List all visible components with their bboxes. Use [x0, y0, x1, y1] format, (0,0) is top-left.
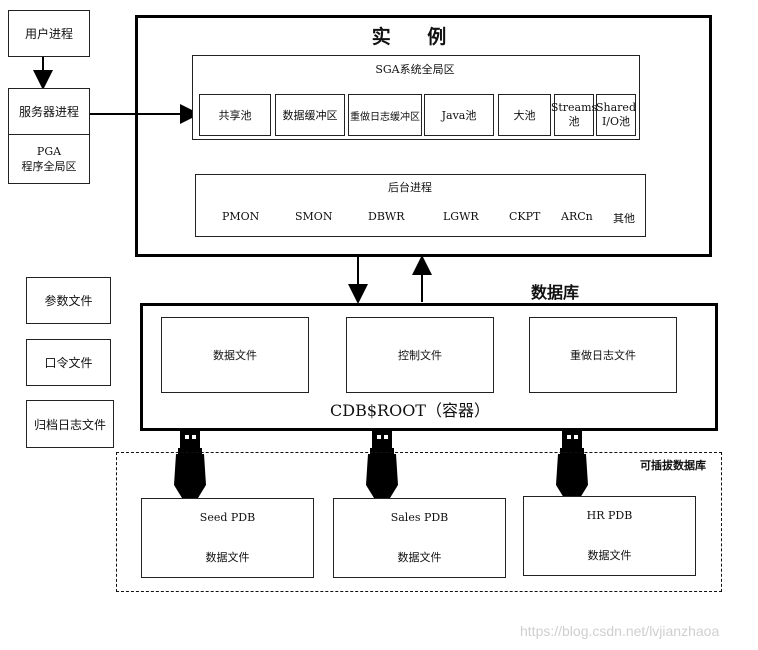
sga-java-pool: Java池 [424, 94, 494, 136]
bg-process-arcn: ARCn [561, 210, 593, 223]
sga-shared-pool-label: 共享池 [218, 109, 252, 122]
pdb-hr-box: HR PDB 数据文件 [523, 496, 696, 576]
sga-java-pool-label: Java池 [441, 109, 477, 122]
server-process-cell: 服务器进程 [9, 89, 89, 135]
db-redo-log-file-label: 重做日志文件 [570, 349, 636, 362]
pdb-sales-file: 数据文件 [397, 551, 442, 564]
pga-cell: PGA 程序全局区 [9, 135, 89, 183]
pdb-hr-name: HR PDB [586, 509, 633, 522]
pdb-seed-name: Seed PDB [199, 511, 256, 524]
server-process-box: 服务器进程 PGA 程序全局区 [8, 88, 90, 184]
password-file-label: 口令文件 [44, 356, 93, 370]
instance-title: 实 例 [371, 25, 449, 48]
pdb-seed-file: 数据文件 [205, 551, 250, 564]
sga-large-pool-label: 大池 [513, 109, 536, 122]
background-processes-box [195, 174, 646, 237]
sga-redo-log-buffer-label: 重做日志缓冲区 [350, 111, 420, 123]
bg-process-ckpt: CKPT [509, 210, 541, 223]
bg-process-smon: SMON [295, 210, 333, 223]
background-processes-title: 后台进程 [388, 181, 432, 194]
sga-data-buffer-label: 数据缓冲区 [282, 109, 338, 122]
user-process-label: 用户进程 [24, 27, 73, 41]
usb-plug-icon-sales [366, 431, 398, 498]
database-title: 数据库 [530, 283, 579, 302]
password-file-box: 口令文件 [26, 339, 111, 386]
user-process-box: 用户进程 [8, 10, 90, 57]
db-data-file-box: 数据文件 [161, 317, 309, 393]
db-redo-log-file-box: 重做日志文件 [529, 317, 677, 393]
cdb-root-label: CDB$ROOT（容器） [330, 401, 490, 420]
param-file-box: 参数文件 [26, 277, 111, 324]
bg-process-dbwr: DBWR [368, 210, 405, 223]
sga-data-buffer: 数据缓冲区 [275, 94, 345, 136]
sga-large-pool: 大池 [498, 94, 551, 136]
pdb-seed-box: Seed PDB 数据文件 [141, 498, 314, 578]
pluggable-db-title: 可插拔数据库 [640, 460, 706, 472]
pga-label: PGA [36, 145, 62, 158]
pdb-sales-name: Sales PDB [390, 511, 449, 524]
sga-redo-log-buffer: 重做日志缓冲区 [348, 94, 422, 136]
pdb-sales-box: Sales PDB 数据文件 [333, 498, 506, 578]
pga-desc: 程序全局区 [21, 160, 77, 173]
sga-title: SGA系统全局区 [375, 63, 455, 76]
watermark-text: https://blog.csdn.net/lvjianzhaoa [520, 623, 720, 639]
usb-plug-icon-seed [174, 431, 206, 498]
bg-process-other: 其他 [613, 212, 635, 225]
archive-log-file-label: 归档日志文件 [33, 417, 106, 432]
server-process-label: 服务器进程 [18, 105, 79, 119]
sga-shared-pool: 共享池 [199, 94, 271, 136]
bg-process-lgwr: LGWR [443, 210, 479, 223]
pluggable-db-area [116, 452, 722, 592]
bg-process-pmon: PMON [222, 210, 260, 223]
usb-plug-icon-hr [556, 431, 588, 498]
archive-log-file-box: 归档日志文件 [26, 400, 114, 448]
pdb-hr-file: 数据文件 [587, 549, 632, 562]
db-data-file-label: 数据文件 [213, 349, 257, 362]
sga-streams-pool: Streams池 [550, 94, 598, 136]
db-control-file-box: 控制文件 [346, 317, 494, 393]
sga-streams-pool-label: Streams池 [550, 101, 598, 128]
sga-shared-io-pool: Shared I/O池 [596, 94, 636, 136]
database-box [140, 303, 718, 431]
sga-shared-io-pool-label: Shared I/O池 [596, 101, 636, 128]
instance-box [135, 15, 712, 257]
param-file-label: 参数文件 [44, 294, 93, 308]
db-control-file-label: 控制文件 [398, 349, 442, 362]
